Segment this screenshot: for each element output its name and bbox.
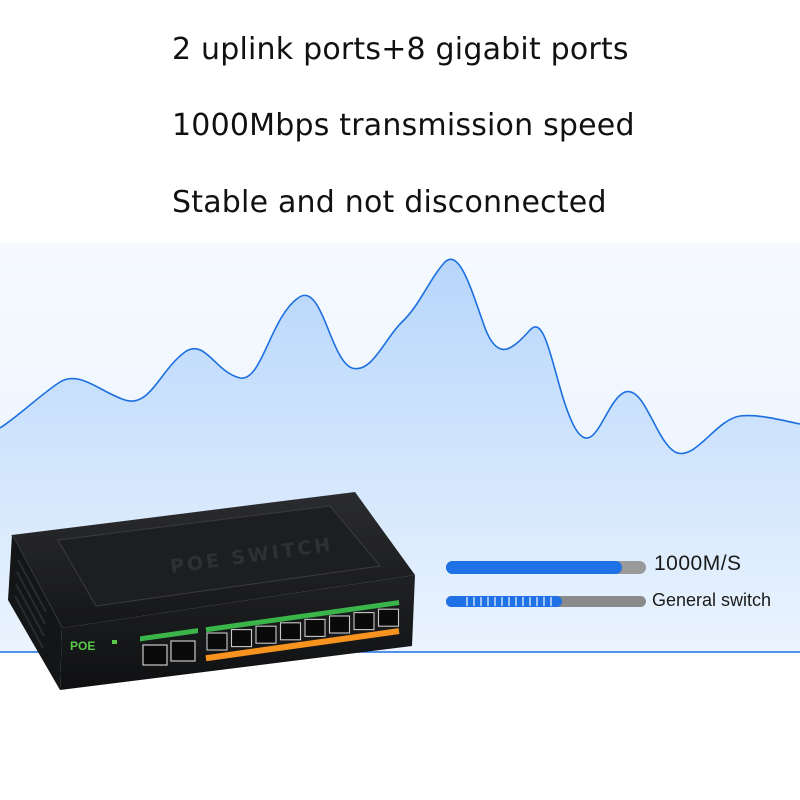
uplink-port: [170, 640, 196, 662]
status-led: [112, 640, 117, 644]
slow-bar-stripe: [515, 597, 517, 606]
fast-speed-label: 1000M/S: [654, 552, 742, 575]
poe-port: [353, 612, 375, 631]
slow-bar-stripe: [529, 597, 531, 606]
slow-bar-stripe: [480, 597, 482, 606]
poe-port: [230, 629, 253, 648]
slow-bar-stripe: [522, 597, 524, 606]
poe-port: [328, 615, 351, 634]
slow-bar-stripe: [473, 597, 475, 606]
slow-bar-stripe: [466, 597, 468, 606]
device-left-side: [8, 535, 62, 690]
headline-stability: Stable and not disconnected: [172, 185, 607, 220]
poe-port: [255, 625, 277, 644]
slow-bar-stripe: [543, 597, 545, 606]
slow-bar-stripe: [487, 597, 489, 606]
slow-bar-stripe: [508, 597, 510, 606]
slow-bar-stripe: [494, 597, 496, 606]
slow-bar-stripes: [466, 597, 552, 606]
slow-bar-stripe: [536, 597, 538, 606]
uplink-port: [142, 644, 168, 666]
uplink-ports: [140, 628, 198, 666]
headline-ports: 2 uplink ports+8 gigabit ports: [172, 32, 629, 67]
poe-port-bar-top: [205, 600, 400, 633]
traffic-wave-line: [0, 258, 800, 455]
poe-ports: [205, 600, 400, 662]
slow-bar-stripe: [550, 597, 552, 606]
brand-badge: POE: [70, 639, 95, 653]
side-vents: [14, 559, 47, 649]
headline-speed: 1000Mbps transmission speed: [172, 108, 635, 143]
general-switch-label: General switch: [652, 590, 772, 610]
uplink-port-bar: [140, 628, 198, 642]
poe-port: [206, 632, 228, 651]
poe-port-bar-bottom: [205, 628, 400, 662]
slow-bar-stripe: [501, 597, 503, 606]
poe-port: [304, 618, 326, 637]
poe-port: [377, 608, 400, 627]
poe-switch-device: POE SWITCH POE: [8, 492, 415, 690]
poe-port: [279, 622, 302, 641]
fast-bar-fill: [446, 561, 622, 574]
device-top-panel: [57, 505, 381, 607]
speed-comparison: [446, 561, 646, 607]
